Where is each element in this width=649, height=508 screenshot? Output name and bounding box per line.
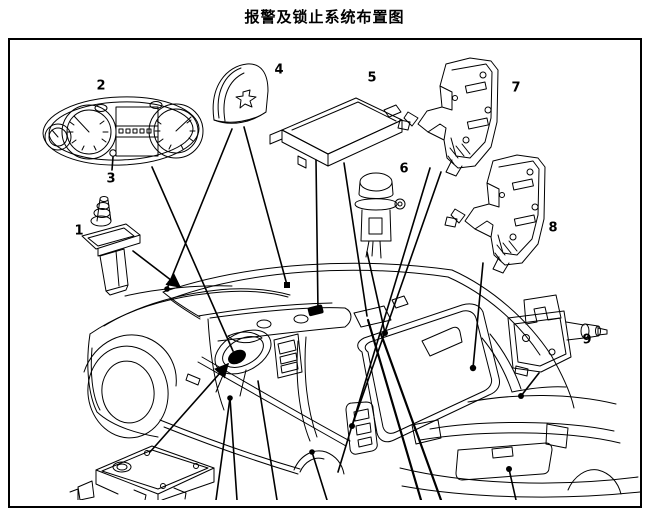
callout-label-5: 5 <box>367 70 377 86</box>
led-switch-illustration <box>354 172 406 259</box>
callout-label-2: 2 <box>96 78 106 94</box>
callout-label-1: 1 <box>74 223 84 239</box>
control-module-illustration <box>269 97 403 169</box>
callout-label-7: 7 <box>511 80 521 96</box>
callout-label-8: 8 <box>548 220 558 236</box>
hood-switch-illustration <box>81 196 141 296</box>
callout-label-4: 4 <box>274 62 284 78</box>
callout-label-3: 3 <box>106 171 116 187</box>
callout-label-6: 6 <box>399 161 409 177</box>
underhood-module-illustration <box>69 445 215 500</box>
alarm-sounder-illustration <box>212 63 269 124</box>
instrument-cluster-illustration <box>42 96 204 166</box>
door-lock-actuator-rear-illustration <box>444 154 546 274</box>
cluster-led-illustration <box>109 149 117 157</box>
callout-label-9: 9 <box>582 332 592 348</box>
trunk-lock-actuator-illustration <box>507 294 608 377</box>
leader-lines <box>111 126 540 500</box>
car-illustration <box>83 262 641 498</box>
page-title: 报警及锁止系统布置图 <box>244 8 405 26</box>
door-lock-actuator-front-illustration <box>397 57 499 177</box>
location-markers <box>164 282 524 472</box>
diagram-frame <box>8 38 642 508</box>
